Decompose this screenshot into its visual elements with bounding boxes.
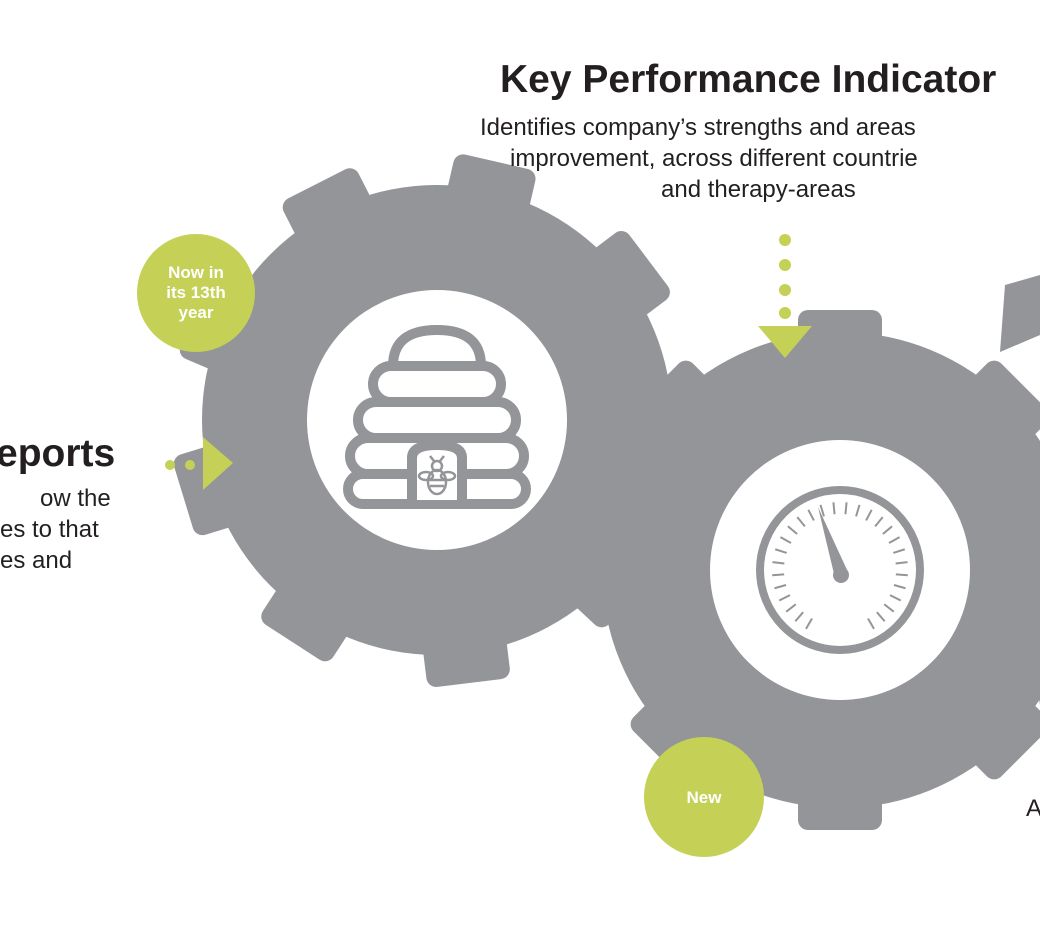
reports-description-line: ow the xyxy=(40,485,111,512)
gauge-tick xyxy=(778,594,791,602)
gauge-tick xyxy=(772,561,785,565)
hive-badge-line: its 13th xyxy=(166,283,226,302)
gauge-tick xyxy=(874,516,884,528)
hive-badge-line: Now in xyxy=(168,263,224,282)
kpi-connector xyxy=(758,234,812,358)
gauge-icon xyxy=(756,486,924,654)
gauge-tick xyxy=(794,611,804,622)
gauge-badge xyxy=(644,737,764,857)
reports-description-line: es to that xyxy=(0,516,99,543)
gauge-tick xyxy=(787,525,798,535)
kpi-description: Identifies company’s strengths and areas… xyxy=(480,112,1040,205)
reports-connector xyxy=(165,437,233,490)
gauge-tick xyxy=(832,502,836,515)
gauge-tick xyxy=(785,603,797,613)
edge-gear xyxy=(1000,275,1040,705)
gauge-tick xyxy=(876,611,886,622)
gauge-tick xyxy=(895,561,908,565)
bee-icon xyxy=(417,455,457,496)
hive-badge xyxy=(137,234,255,352)
kpi-title: Key Performance Indicator xyxy=(500,58,997,101)
gauge-badge-text: New xyxy=(686,788,722,807)
hive-badge-line: year xyxy=(178,303,214,322)
gauge-tick xyxy=(888,536,901,544)
gauge-tick xyxy=(819,504,825,517)
gauge-tick xyxy=(893,584,906,590)
gauge-tick xyxy=(883,603,895,613)
gauge-tick xyxy=(844,502,848,515)
kpi-description-line: improvement, across different countrie xyxy=(510,145,918,172)
gauge-tick xyxy=(855,504,861,517)
reports-title: eports xyxy=(0,432,116,475)
gauge-tick xyxy=(882,525,893,535)
gauge-tick xyxy=(893,548,906,554)
gauge-tick xyxy=(774,584,787,590)
gauge-tick xyxy=(865,509,873,521)
reports-description: ow the es to that es and xyxy=(0,483,111,576)
gauge-tick xyxy=(895,573,908,577)
kpi-description-line: Identifies company’s strengths and areas xyxy=(480,114,916,141)
reports-description-line: es and xyxy=(0,547,73,574)
gauge-tick xyxy=(807,509,815,521)
gauge-tick xyxy=(774,548,787,554)
gauge-tick xyxy=(779,536,792,544)
gauge-tick xyxy=(889,594,902,602)
edge-text: A xyxy=(1026,795,1040,822)
kpi-description-line: and therapy-areas xyxy=(661,176,856,203)
gauge-tick xyxy=(867,617,875,630)
gauge-tick xyxy=(772,573,785,577)
hive-badge-text: Now in its 13th year xyxy=(146,263,246,323)
gauge-tick xyxy=(796,516,806,528)
gauge-tick xyxy=(805,617,813,630)
beehive-icon xyxy=(343,325,531,509)
